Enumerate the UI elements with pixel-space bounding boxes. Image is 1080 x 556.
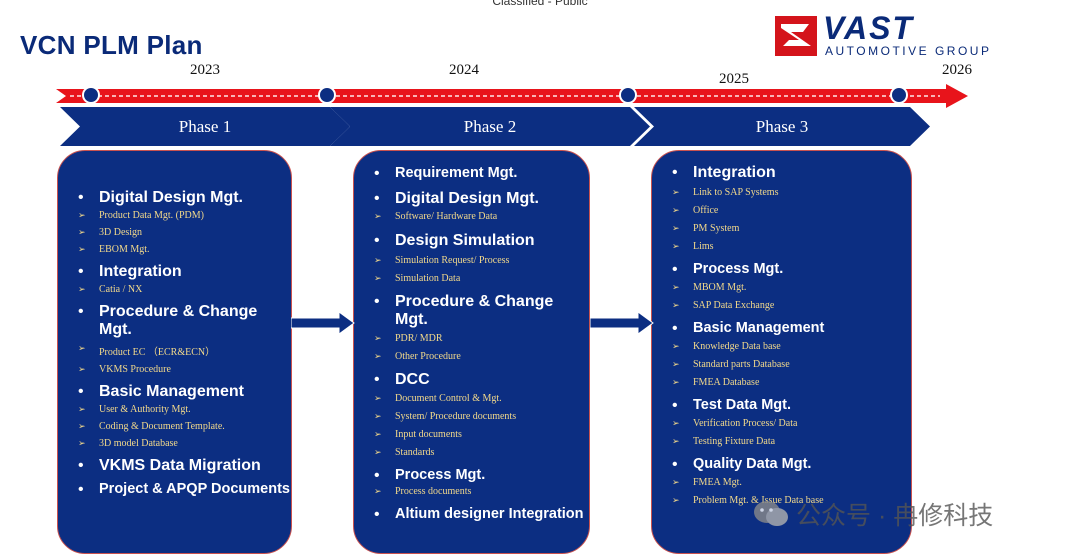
list-subitem: Problem Mgt. & Issue Data base [652,495,911,506]
list-subitem: Coding & Document Template. [58,421,291,432]
list-item: DCC [354,371,589,389]
list-subitem: Product Data Mgt. (PDM) [58,210,291,221]
list-item: Test Data Mgt. [652,397,911,415]
list-subitem: Office [652,205,911,216]
milestone-dot [82,86,100,104]
list-subitem: MBOM Mgt. [652,282,911,293]
list-subitem: Product EC （ECR&ECN） [58,343,291,358]
milestone-dot [318,86,336,104]
list-subitem: PDR/ MDR [354,333,589,344]
list-item: Digital Design Mgt. [354,190,589,208]
right-arrow-icon [291,311,355,335]
list-subitem: User & Authority Mgt. [58,404,291,415]
logo-subtitle: AUTOMOTIVE GROUP [825,44,992,58]
list-item: Digital Design Mgt. [58,189,291,207]
list-subitem: FMEA Database [652,377,911,388]
year-label-2023: 2023 [190,62,220,78]
phase-1-card: Digital Design Mgt. Product Data Mgt. (P… [57,150,292,554]
list-subitem: Testing Fixture Data [652,436,911,447]
list-subitem: Input documents [354,429,589,440]
list-subitem: Standard parts Database [652,359,911,370]
vast-logo: VAST AUTOMOTIVE GROUP [775,10,1025,58]
list-subitem: SAP Data Exchange [652,300,911,311]
watermark-text: 公众号 · 冉修科技 [796,502,994,530]
year-label-2024: 2024 [449,62,479,78]
phase-2-chevron: Phase 2 [330,107,650,146]
list-subitem: Catia / NX [58,284,291,295]
list-item: Project & APQP Documents [58,481,291,499]
list-item: Process Mgt. [652,261,911,279]
list-subitem: Simulation Request/ Process [354,255,589,266]
list-subitem: Simulation Data [354,273,589,284]
list-subitem: 3D model Database [58,438,291,449]
timeline-arrow [56,84,968,108]
list-item: Quality Data Mgt. [652,456,911,474]
list-subitem: EBOM Mgt. [58,244,291,255]
phase-3-card: Integration Link to SAP Systems Office P… [651,150,912,554]
list-subitem: System/ Procedure documents [354,411,589,422]
phase-2-card: Requirement Mgt. Digital Design Mgt. Sof… [353,150,590,554]
list-item: Process Mgt. [354,467,589,485]
logo-wordmark: VAST [823,10,914,46]
year-label-2026: 2026 [942,62,972,78]
page-title: VCN PLM Plan [20,30,203,60]
list-subitem: FMEA Mgt. [652,477,911,488]
phase-3-chevron: Phase 3 [634,107,930,146]
list-item: Basic Management [58,383,291,401]
list-item: Altium designer Integration [354,506,589,524]
year-label-2025: 2025 [719,71,749,87]
list-item: Design Simulation [354,232,589,250]
list-subitem: Lims [652,241,911,252]
milestone-dot [890,86,908,104]
right-arrow-icon [590,311,654,335]
list-item: Procedure & Change Mgt. [354,293,589,329]
list-item: Basic Management [652,320,911,338]
list-item: VKMS Data Migration [58,457,291,475]
list-subitem: Knowledge Data base [652,341,911,352]
list-subitem: Software/ Hardware Data [354,211,589,222]
list-subitem: Process documents [354,486,589,497]
list-subitem: Document Control & Mgt. [354,393,589,404]
list-item: Integration [58,263,291,281]
phase-1-chevron: Phase 1 [60,107,350,146]
classification-label: Classified - Public [492,0,588,8]
list-subitem: VKMS Procedure [58,364,291,375]
list-subitem: Verification Process/ Data [652,418,911,429]
list-subitem: 3D Design [58,227,291,238]
wechat-icon [754,501,788,526]
list-subitem: PM System [652,223,911,234]
list-item: Integration [652,164,911,182]
watermark: 公众号 · 冉修科技 [752,496,993,532]
list-subitem: Other Procedure [354,351,589,362]
vast-logo-icon [775,16,817,56]
milestone-dot [619,86,637,104]
list-item: Procedure & Change Mgt. [58,303,291,339]
list-item: Requirement Mgt. [354,165,589,183]
list-subitem: Standards [354,447,589,458]
list-subitem: Link to SAP Systems [652,187,911,198]
